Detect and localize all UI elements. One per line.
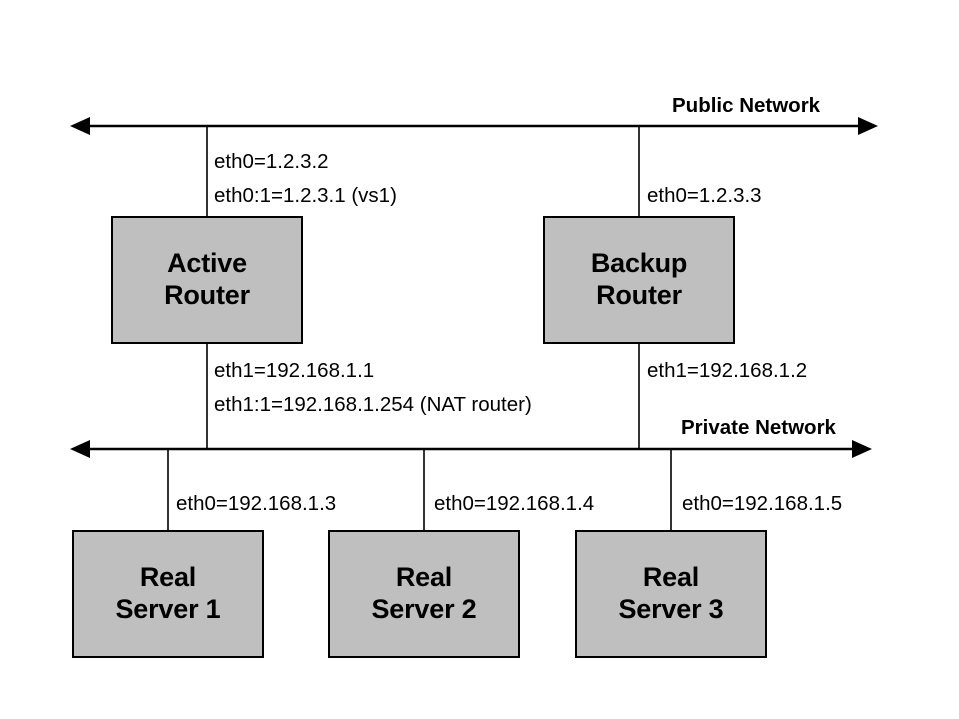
node-real-server-2[interactable]: Real Server 2	[328, 530, 520, 658]
real-server-2-label-line2: Server 2	[371, 594, 477, 624]
backup-router-label-line2: Router	[596, 280, 682, 310]
private-network-right-arrowhead	[852, 440, 872, 458]
public-network-bus	[70, 117, 878, 135]
backup-router-private-eth1-label: eth1=192.168.1.2	[647, 359, 808, 382]
backup-router-public-eth0-label: eth0=1.2.3.3	[647, 184, 762, 207]
public-network-label: Public Network	[672, 94, 821, 117]
real-server-1-label-line2: Server 1	[115, 594, 221, 624]
node-real-server-3[interactable]: Real Server 3	[575, 530, 767, 658]
real-server-2-label-line1: Real	[395, 562, 453, 593]
public-network-right-arrowhead	[858, 117, 878, 135]
active-router-public-eth0-alias-label: eth0:1=1.2.3.1 (vs1)	[214, 184, 397, 207]
node-active-router[interactable]: Active Router	[111, 216, 303, 344]
public-network-left-arrowhead	[70, 117, 90, 135]
real-server-3-eth0-label: eth0=192.168.1.5	[682, 492, 843, 515]
private-network-left-arrowhead	[70, 440, 90, 458]
real-server-1-label-line1: Real	[139, 562, 197, 593]
private-network-label: Private Network	[681, 416, 836, 439]
node-real-server-1[interactable]: Real Server 1	[72, 530, 264, 658]
backup-router-label-line1: Backup	[590, 248, 688, 279]
active-router-label-line1: Active	[167, 248, 247, 279]
private-network-bus	[70, 440, 872, 458]
real-server-2-eth0-label: eth0=192.168.1.4	[434, 492, 595, 515]
node-backup-router[interactable]: Backup Router	[543, 216, 735, 344]
real-server-1-eth0-label: eth0=192.168.1.3	[176, 492, 337, 515]
real-server-3-label-line1: Real	[642, 562, 700, 593]
active-router-private-eth1-label: eth1=192.168.1.1	[214, 359, 375, 382]
active-router-private-eth1-alias-label: eth1:1=192.168.1.254 (NAT router)	[214, 393, 532, 416]
real-server-3-label-line2: Server 3	[618, 594, 724, 624]
active-router-public-eth0-label: eth0=1.2.3.2	[214, 150, 329, 173]
active-router-label-line2: Router	[164, 280, 250, 310]
